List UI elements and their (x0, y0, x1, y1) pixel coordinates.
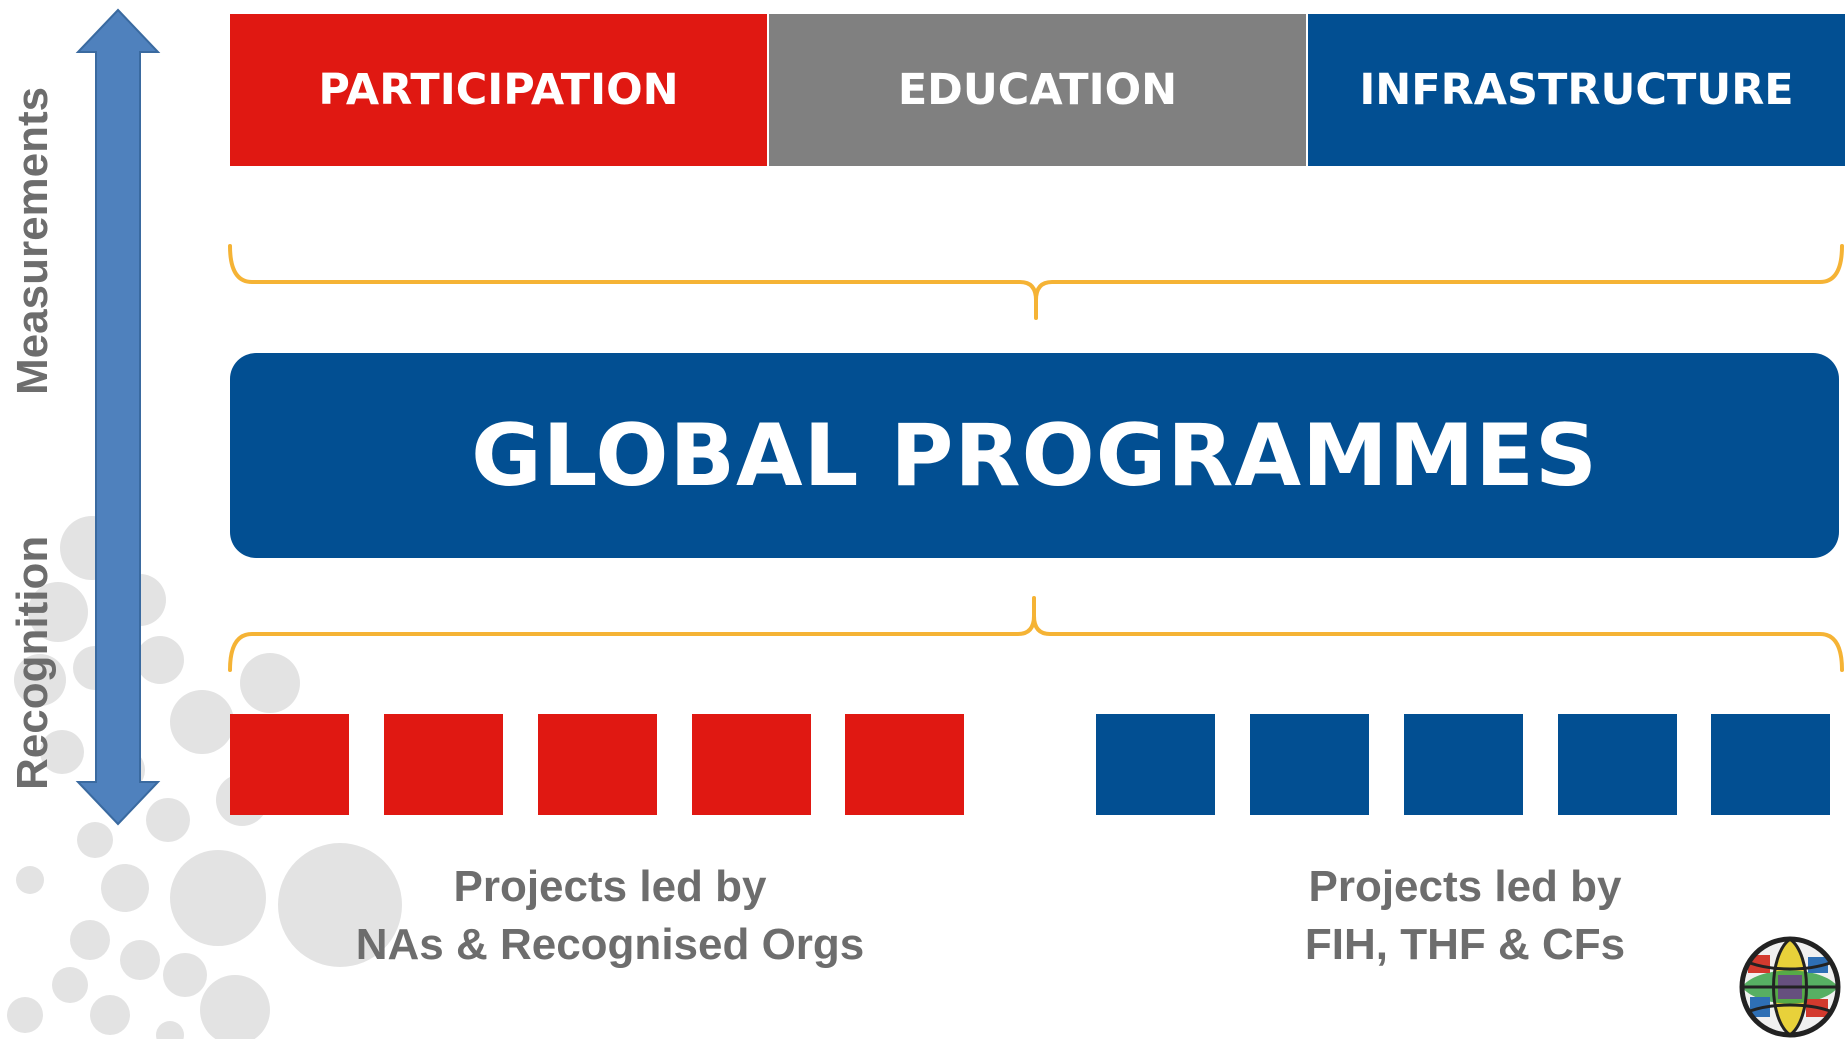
caption-left-line2: NAs & Recognised Orgs (355, 920, 865, 969)
project-square-blue (1250, 714, 1369, 815)
project-square-blue (1404, 714, 1523, 815)
band-participation-label: PARTICIPATION (318, 65, 679, 115)
band-education: EDUCATION (769, 14, 1306, 166)
global-programmes-label: GLOBAL PROGRAMMES (471, 405, 1598, 506)
axis-label-recognition: Recognition (8, 535, 57, 790)
bottom-brace (228, 596, 1844, 672)
caption-right-line1: Projects led by (1308, 862, 1622, 911)
vertical-double-arrow-icon (75, 8, 161, 826)
project-square-blue (1096, 714, 1215, 815)
band-participation: PARTICIPATION (230, 14, 767, 166)
axis-label-measurements: Measurements (8, 86, 57, 395)
squares-right (1096, 714, 1831, 815)
project-square-red (384, 714, 503, 815)
project-square-blue (1558, 714, 1677, 815)
band-infrastructure-label: INFRASTRUCTURE (1359, 65, 1794, 115)
caption-left: Projects led by NAs & Recognised Orgs (300, 858, 920, 974)
global-programmes-box: GLOBAL PROGRAMMES (230, 353, 1839, 558)
globe-logo-icon (1739, 936, 1841, 1038)
project-square-red (230, 714, 349, 815)
caption-right: Projects led by FIH, THF & CFs (1220, 858, 1710, 974)
caption-right-line2: FIH, THF & CFs (1304, 920, 1626, 969)
project-square-blue (1711, 714, 1830, 815)
squares-left (230, 714, 965, 815)
caption-left-line1: Projects led by (453, 862, 767, 911)
project-square-red (538, 714, 657, 815)
top-brace (228, 244, 1844, 320)
project-square-red (845, 714, 964, 815)
band-education-label: EDUCATION (897, 65, 1178, 115)
project-square-red (692, 714, 811, 815)
band-infrastructure: INFRASTRUCTURE (1308, 14, 1845, 166)
